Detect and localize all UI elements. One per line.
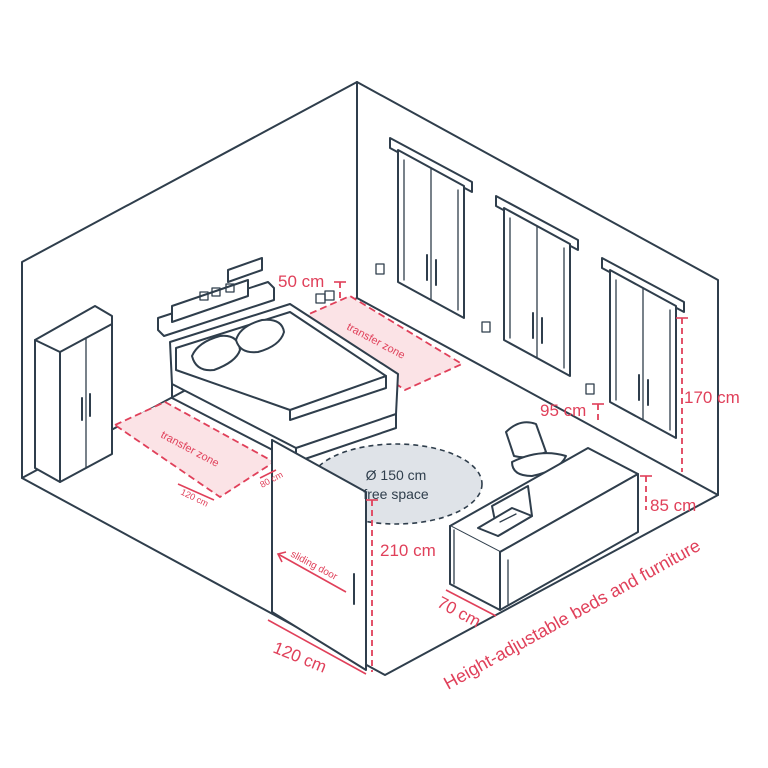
label-window-height: 170 cm (684, 388, 740, 407)
label-switch-height: 95 cm (540, 401, 586, 420)
desk (449, 447, 639, 611)
floor-edges (21, 477, 719, 676)
window-3 (601, 257, 685, 439)
light-switch-icon (481, 321, 491, 333)
label-turning-circle: Ø 150 cm (366, 467, 427, 483)
bed (157, 257, 399, 463)
light-switch-icon (585, 383, 595, 395)
window-2 (495, 195, 579, 377)
label-door-height: 210 cm (380, 541, 436, 560)
label-door-width: 120 cm (271, 638, 330, 677)
dimension-lines (177, 281, 688, 675)
wardrobe (34, 305, 113, 483)
window-1 (389, 137, 473, 319)
sliding-door (271, 439, 367, 671)
wall-sockets (315, 263, 595, 395)
label-zone-length: 120 cm (179, 487, 210, 509)
label-free-space: free space (363, 486, 429, 502)
label-bed-headroom: 50 cm (278, 272, 324, 291)
light-switch-icon (375, 263, 385, 275)
label-desk-height: 85 cm (650, 496, 696, 515)
office-chair (505, 421, 567, 491)
